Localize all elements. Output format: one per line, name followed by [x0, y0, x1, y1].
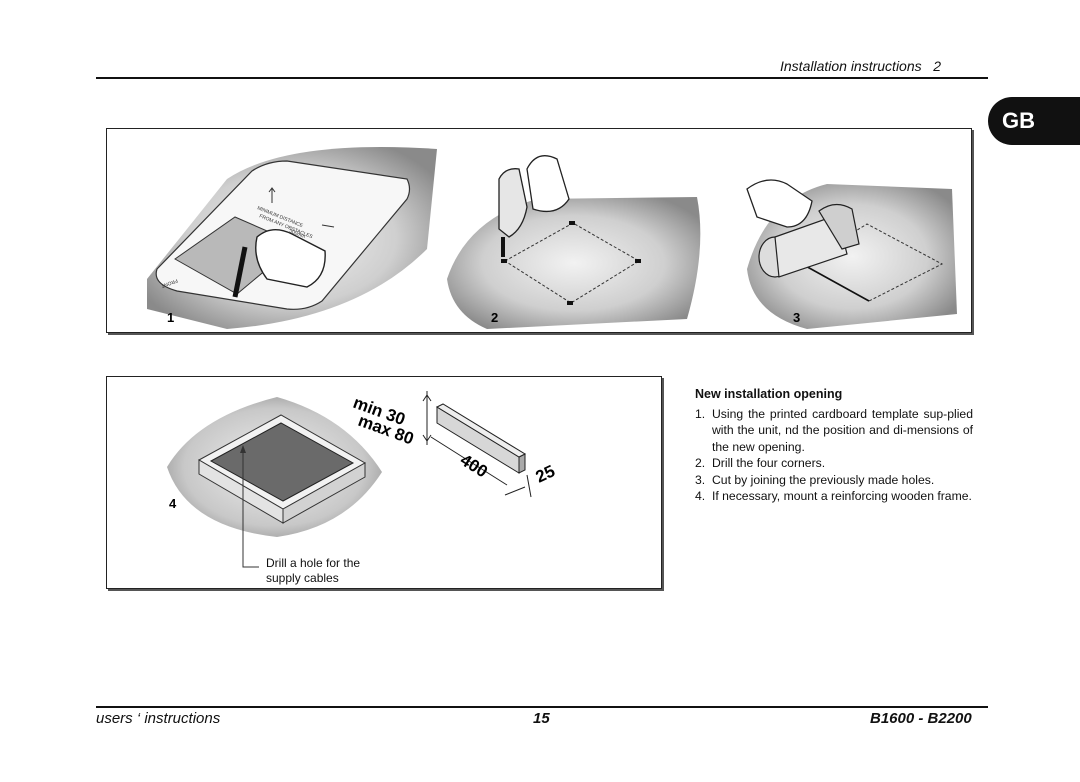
callout-line — [242, 447, 259, 568]
template-text-3: 300mm — [288, 228, 306, 240]
footer-rule — [96, 706, 988, 708]
length-dimension-line — [430, 436, 508, 486]
figure-step-4: 4 min 30 max 80 400 25 — [106, 376, 662, 589]
figure-top-illustration: MINIMUM DISTANCE FROM ANY OBSTACLES 300m… — [147, 147, 957, 329]
footer-page-number: 15 — [533, 710, 550, 727]
instruction-number: 4. — [695, 489, 706, 503]
surface-2 — [447, 197, 701, 329]
step-3-number: 3 — [793, 310, 800, 325]
jigsaw-icon — [746, 179, 860, 278]
footer-model: B1600 - B2200 — [870, 710, 972, 727]
instruction-text: Using the printed cardboard template sup… — [712, 406, 973, 454]
step-2-number: 2 — [491, 310, 498, 325]
frame-side-right — [282, 462, 366, 524]
page-header-title: Installation instructions 2 — [780, 58, 942, 74]
template-arrow-1 — [268, 187, 276, 203]
step-4-number: 4 — [169, 496, 177, 511]
dim-25-label: 25 — [533, 461, 558, 486]
step-1-number: 1 — [167, 310, 174, 325]
template-arrow-2 — [321, 224, 335, 228]
figure-steps-1-3: MINIMUM DISTANCE FROM ANY OBSTACLES 300m… — [106, 128, 972, 333]
caption-line-2: supply cables — [266, 571, 339, 585]
instruction-number: 3. — [695, 472, 706, 487]
template-text-4: FRONT — [160, 277, 178, 289]
opening — [209, 422, 355, 502]
caption-line-1: Drill a hole for the — [266, 556, 361, 570]
dim-400-label: 400 — [457, 450, 491, 481]
cut-outline-2 — [504, 222, 640, 304]
instruction-number: 1. — [695, 406, 706, 421]
figure-caption: Drill a hole for the supply cables — [266, 556, 396, 586]
hand-drill-icon — [498, 155, 570, 257]
footer-manual-title: users ‘ instructions — [96, 710, 221, 727]
instruction-text: If necessary, mount a reinforcing wooden… — [712, 489, 972, 503]
height-dimension-arrow — [422, 391, 432, 445]
instruction-text: Drill the four corners. — [712, 456, 826, 470]
drill-points-2 — [501, 221, 641, 305]
language-tab: GB — [988, 97, 1080, 145]
instructions-section: New installation opening 1. Using the pri… — [695, 386, 973, 505]
instruction-item: 4. If necessary, mount a reinforcing wood… — [695, 488, 973, 505]
instruction-item: 2. Drill the four corners. — [695, 455, 973, 472]
instruction-item: 3. Cut by joining the previously made hol… — [695, 472, 973, 489]
instruction-number: 2. — [695, 456, 706, 470]
instruction-text: Cut by joining the previously made holes… — [712, 472, 935, 487]
thickness-dimension-line — [504, 474, 532, 498]
cut-line-3 — [801, 263, 870, 302]
instruction-item: 1. Using the printed cardboard template s… — [695, 406, 973, 456]
hand-marker-icon — [232, 229, 326, 298]
instructions-heading: New installation opening — [695, 387, 843, 401]
figure-bottom-illustration: 4 min 30 max 80 400 25 — [167, 391, 558, 568]
header-rule — [96, 77, 988, 79]
callout-arrow — [240, 445, 246, 453]
wood-board-top — [435, 403, 527, 458]
instructions-list: 1. Using the printed cardboard template s… — [695, 406, 973, 505]
